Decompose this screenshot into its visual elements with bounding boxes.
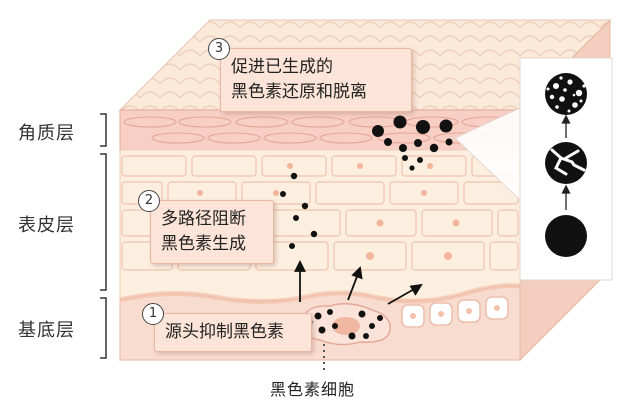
step-1-number-badge: 1 [142,303,164,325]
step-2-number-badge: 2 [138,190,160,212]
melanin-stage-broken [545,73,587,115]
melanin-stage-intact [545,215,587,257]
step-2-line2: 黑色素生成 [161,234,246,254]
step-3-line2: 黑色素还原和脱离 [231,82,367,102]
stratum-corneum [119,109,521,151]
step-1-callout: 源头抑制黑色素 [154,313,312,352]
melanocyte-label: 黑色素细胞 [270,380,356,399]
melanin-stage-cracking [545,142,587,184]
step-2-line1: 多路径阻断 [161,209,246,229]
step-1-text: 源头抑制黑色素 [165,322,284,342]
layer-label-epidermis: 表皮层 [18,215,75,236]
layer-label-stratum-corneum: 角质层 [18,123,75,144]
step-3-callout: 促进已生成的 黑色素还原和脱离 [220,48,412,112]
step-3-line1: 促进已生成的 [231,57,333,77]
step-2-callout: 多路径阻断 黑色素生成 [150,200,274,264]
step-3-number-badge: 3 [208,38,230,60]
layer-label-basal: 基底层 [18,320,75,341]
